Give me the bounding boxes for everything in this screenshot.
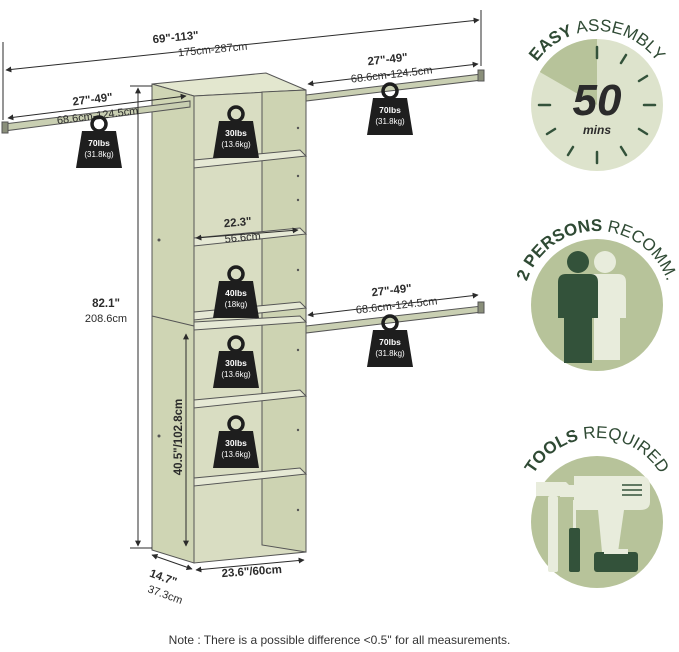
shelf-width-cm: 56.6cm (224, 230, 261, 245)
weight-rod-mid-right-lbs: 70lbs (379, 337, 401, 347)
weight-shelf-1: 30lbs (13.6kg) (213, 105, 259, 158)
weight-rod-mid-right-kg: (31.8kg) (375, 349, 405, 358)
weight-rod-mid-right: 70lbs (31.8kg) (367, 314, 413, 367)
base-width: 23.6"/60cm (221, 564, 282, 580)
easy-assembly-badge: EASY ASSEMBLY 50 mins (525, 16, 669, 171)
measurement-note: Note : There is a possible difference <0… (168, 633, 511, 647)
rod-left-in: 27"-49" (72, 92, 113, 109)
tools-required-badge: TOOLS REQUIRED (521, 423, 673, 588)
weight-shelf-2-kg: (18kg) (225, 300, 248, 309)
two-persons-badge: 2 PERSONS RECOMM. (513, 216, 679, 371)
lower-height: 40.5"/102.8cm (173, 399, 185, 475)
weight-rod-left: 70lbs (31.8kg) (76, 115, 122, 168)
depth-cm: 37.3cm (146, 583, 184, 607)
drill-icon (560, 476, 650, 572)
weight-shelf-3-lbs: 30lbs (225, 358, 247, 368)
assembly-minutes: 50 (573, 76, 622, 125)
total-width-cm: 175cm-287cm (177, 41, 248, 60)
total-width-in: 69"-113" (152, 30, 199, 46)
weight-rod-left-lbs: 70lbs (88, 138, 110, 148)
weight-shelf-2: 40lbs (18kg) (213, 265, 259, 318)
weight-shelf-3: 30lbs (13.6kg) (213, 335, 259, 388)
weight-shelf-1-kg: (13.6kg) (221, 140, 251, 149)
weight-shelf-1-lbs: 30lbs (225, 128, 247, 138)
weight-rod-top-right: 70lbs (31.8kg) (367, 82, 413, 135)
weight-shelf-4-kg: (13.6kg) (221, 450, 251, 459)
weight-shelf-3-kg: (13.6kg) (221, 370, 251, 379)
weight-rod-top-right-kg: (31.8kg) (375, 117, 405, 126)
height-cm: 208.6cm (85, 313, 127, 325)
weight-shelf-4: 30lbs (13.6kg) (213, 415, 259, 468)
dimension-lines (2, 10, 482, 573)
assembly-unit: mins (583, 123, 611, 137)
weight-shelf-4-lbs: 30lbs (225, 438, 247, 448)
shelf-width-in: 22.3" (223, 216, 252, 230)
weight-shelf-2-lbs: 40lbs (225, 288, 247, 298)
weight-rod-left-kg: (31.8kg) (84, 150, 114, 159)
weight-rod-top-right-lbs: 70lbs (379, 105, 401, 115)
height-in: 82.1" (92, 298, 120, 310)
rod-mid-right-in: 27"-49" (371, 283, 412, 299)
persons-icon (558, 251, 626, 363)
rod-top-right-in: 27"-49" (367, 52, 408, 68)
screwdriver-icon (569, 500, 580, 572)
